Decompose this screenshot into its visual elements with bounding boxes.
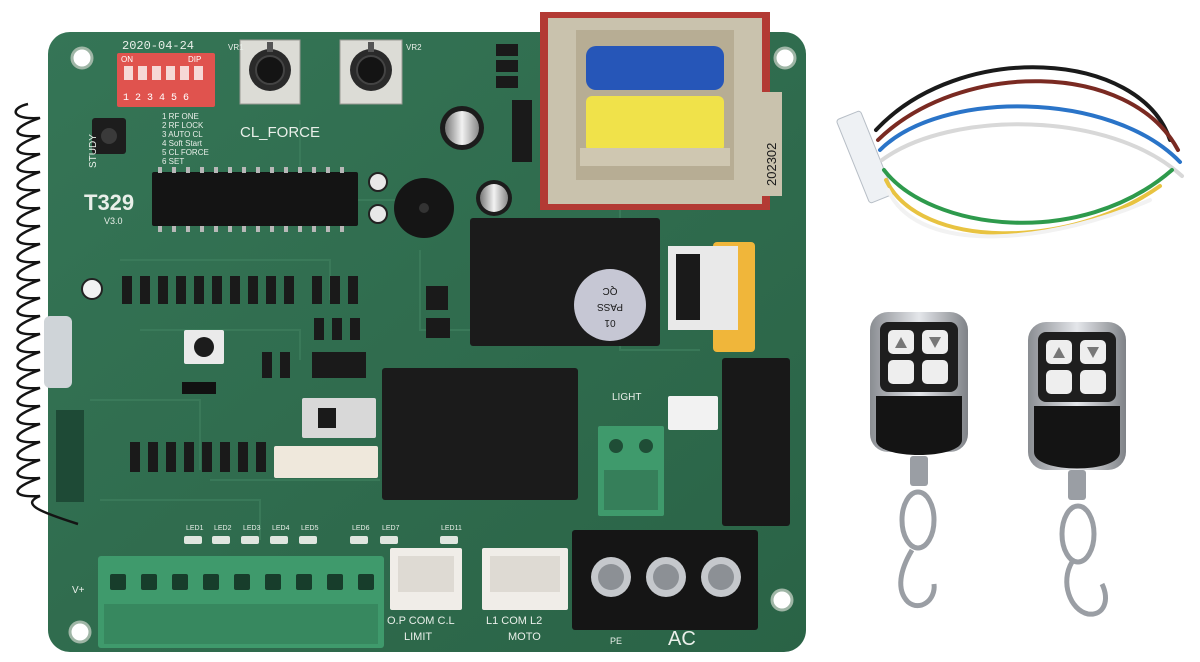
small-capacitor	[368, 204, 388, 224]
svg-text:QC: QC	[603, 285, 618, 296]
dip-numbers: 1 2 3 4 5 6	[123, 93, 189, 104]
svg-text:6 SET: 6 SET	[162, 157, 184, 166]
connector-white[interactable]	[274, 446, 378, 478]
dip-on-label: ON	[121, 55, 133, 64]
arrow-up-icon	[1053, 347, 1065, 358]
svg-text:LED6: LED6	[352, 525, 370, 532]
vr2-label: VR2	[406, 43, 422, 52]
wire-harness	[836, 65, 1184, 239]
rf-module	[56, 410, 84, 502]
study-button-cap	[101, 128, 117, 144]
light-label: LIGHT	[612, 392, 641, 403]
mount-hole	[773, 46, 797, 70]
connector-limit[interactable]	[390, 548, 462, 610]
microcontroller-chip	[152, 172, 358, 226]
pe-label: PE	[610, 636, 622, 646]
svg-text:LED11: LED11	[441, 525, 462, 532]
moto-label: MOTO	[508, 631, 541, 643]
transformer-code: 202302	[764, 143, 779, 186]
mount-hole	[770, 588, 794, 612]
svg-text:LED2: LED2	[214, 525, 232, 532]
arrow-down-icon	[929, 337, 941, 348]
dip-switch-levers	[124, 66, 203, 80]
remote-button-3[interactable]	[888, 360, 914, 384]
ic-pins	[158, 167, 344, 232]
buzzer	[394, 178, 454, 238]
resistor-array	[122, 276, 366, 472]
optocoupler	[668, 396, 718, 430]
svg-text:LED4: LED4	[272, 525, 290, 532]
antenna-spring	[14, 102, 79, 526]
svg-text:PASS: PASS	[597, 301, 623, 312]
terminal-block-ac[interactable]	[572, 530, 758, 630]
svg-text:LED7: LED7	[382, 525, 400, 532]
power-label: V+	[72, 585, 85, 596]
svg-text:3 AUTO CL: 3 AUTO CL	[162, 130, 203, 139]
remote-button-4[interactable]	[922, 360, 948, 384]
transistor	[426, 318, 450, 338]
jumper[interactable]	[182, 382, 216, 394]
terminal-block-light[interactable]	[598, 426, 664, 516]
svg-text:LED5: LED5	[301, 525, 319, 532]
board-model: T329	[84, 190, 134, 215]
remote-control-left	[870, 312, 968, 609]
transformer: 202302	[540, 12, 782, 210]
mount-hole	[70, 46, 94, 70]
terminal-block-inputs[interactable]	[98, 556, 384, 648]
arrow-up-icon	[895, 337, 907, 348]
ac-label: AC	[668, 628, 696, 650]
transistors	[496, 44, 532, 162]
slide-switch[interactable]	[302, 398, 376, 438]
electrolytic-capacitor	[476, 180, 512, 216]
study-label: STUDY	[88, 134, 99, 168]
relay-secondary	[382, 368, 578, 500]
control-board: 2020-04-24 ON DIP 1 2 3 4 5 6 1 RF ONE 2…	[44, 12, 806, 652]
remote-button-4[interactable]	[1080, 370, 1106, 394]
small-capacitor	[81, 278, 103, 300]
led-pads	[184, 536, 458, 544]
crystal	[44, 316, 72, 388]
svg-text:4 Soft Start: 4 Soft Start	[162, 139, 203, 148]
svg-text:1 RF ONE: 1 RF ONE	[162, 112, 199, 121]
limit-pins-label: O.P COM C.L	[387, 615, 455, 627]
vr1-label: VR1	[228, 43, 244, 52]
potentiometer-vr1[interactable]	[239, 39, 301, 105]
dip-legend: 1 RF ONE 2 RF LOCK 3 AUTO CL 4 Soft Star…	[162, 112, 209, 166]
moto-pins-label: L1 COM L2	[486, 615, 542, 627]
mount-hole	[68, 620, 92, 644]
board-date: 2020-04-24	[122, 39, 194, 53]
dip-label: DIP	[188, 55, 201, 64]
svg-text:01: 01	[604, 317, 616, 328]
remote-control-right	[1028, 322, 1126, 617]
qc-pass-sticker: 01 PASS QC	[574, 269, 646, 341]
remote-button-3[interactable]	[1046, 370, 1072, 394]
arrow-down-icon	[1087, 347, 1099, 358]
heat-sink	[668, 246, 738, 330]
limit-label: LIMIT	[404, 631, 432, 643]
transistor	[426, 286, 448, 310]
board-version: V3.0	[104, 216, 123, 226]
electrolytic-capacitor	[440, 106, 484, 150]
potentiometer-vr2[interactable]	[339, 39, 403, 105]
relay-side	[722, 358, 790, 526]
led-labels: LED1 LED2 LED3 LED4 LED5 LED6 LED7 LED11	[186, 525, 462, 532]
svg-text:LED3: LED3	[243, 525, 261, 532]
connector-moto[interactable]	[482, 548, 568, 610]
svg-text:LED1: LED1	[186, 525, 204, 532]
pot-label: CL_FORCE	[240, 124, 320, 141]
small-capacitor	[368, 172, 388, 192]
svg-text:5 CL FORCE: 5 CL FORCE	[162, 148, 209, 157]
svg-text:2 RF LOCK: 2 RF LOCK	[162, 121, 204, 130]
